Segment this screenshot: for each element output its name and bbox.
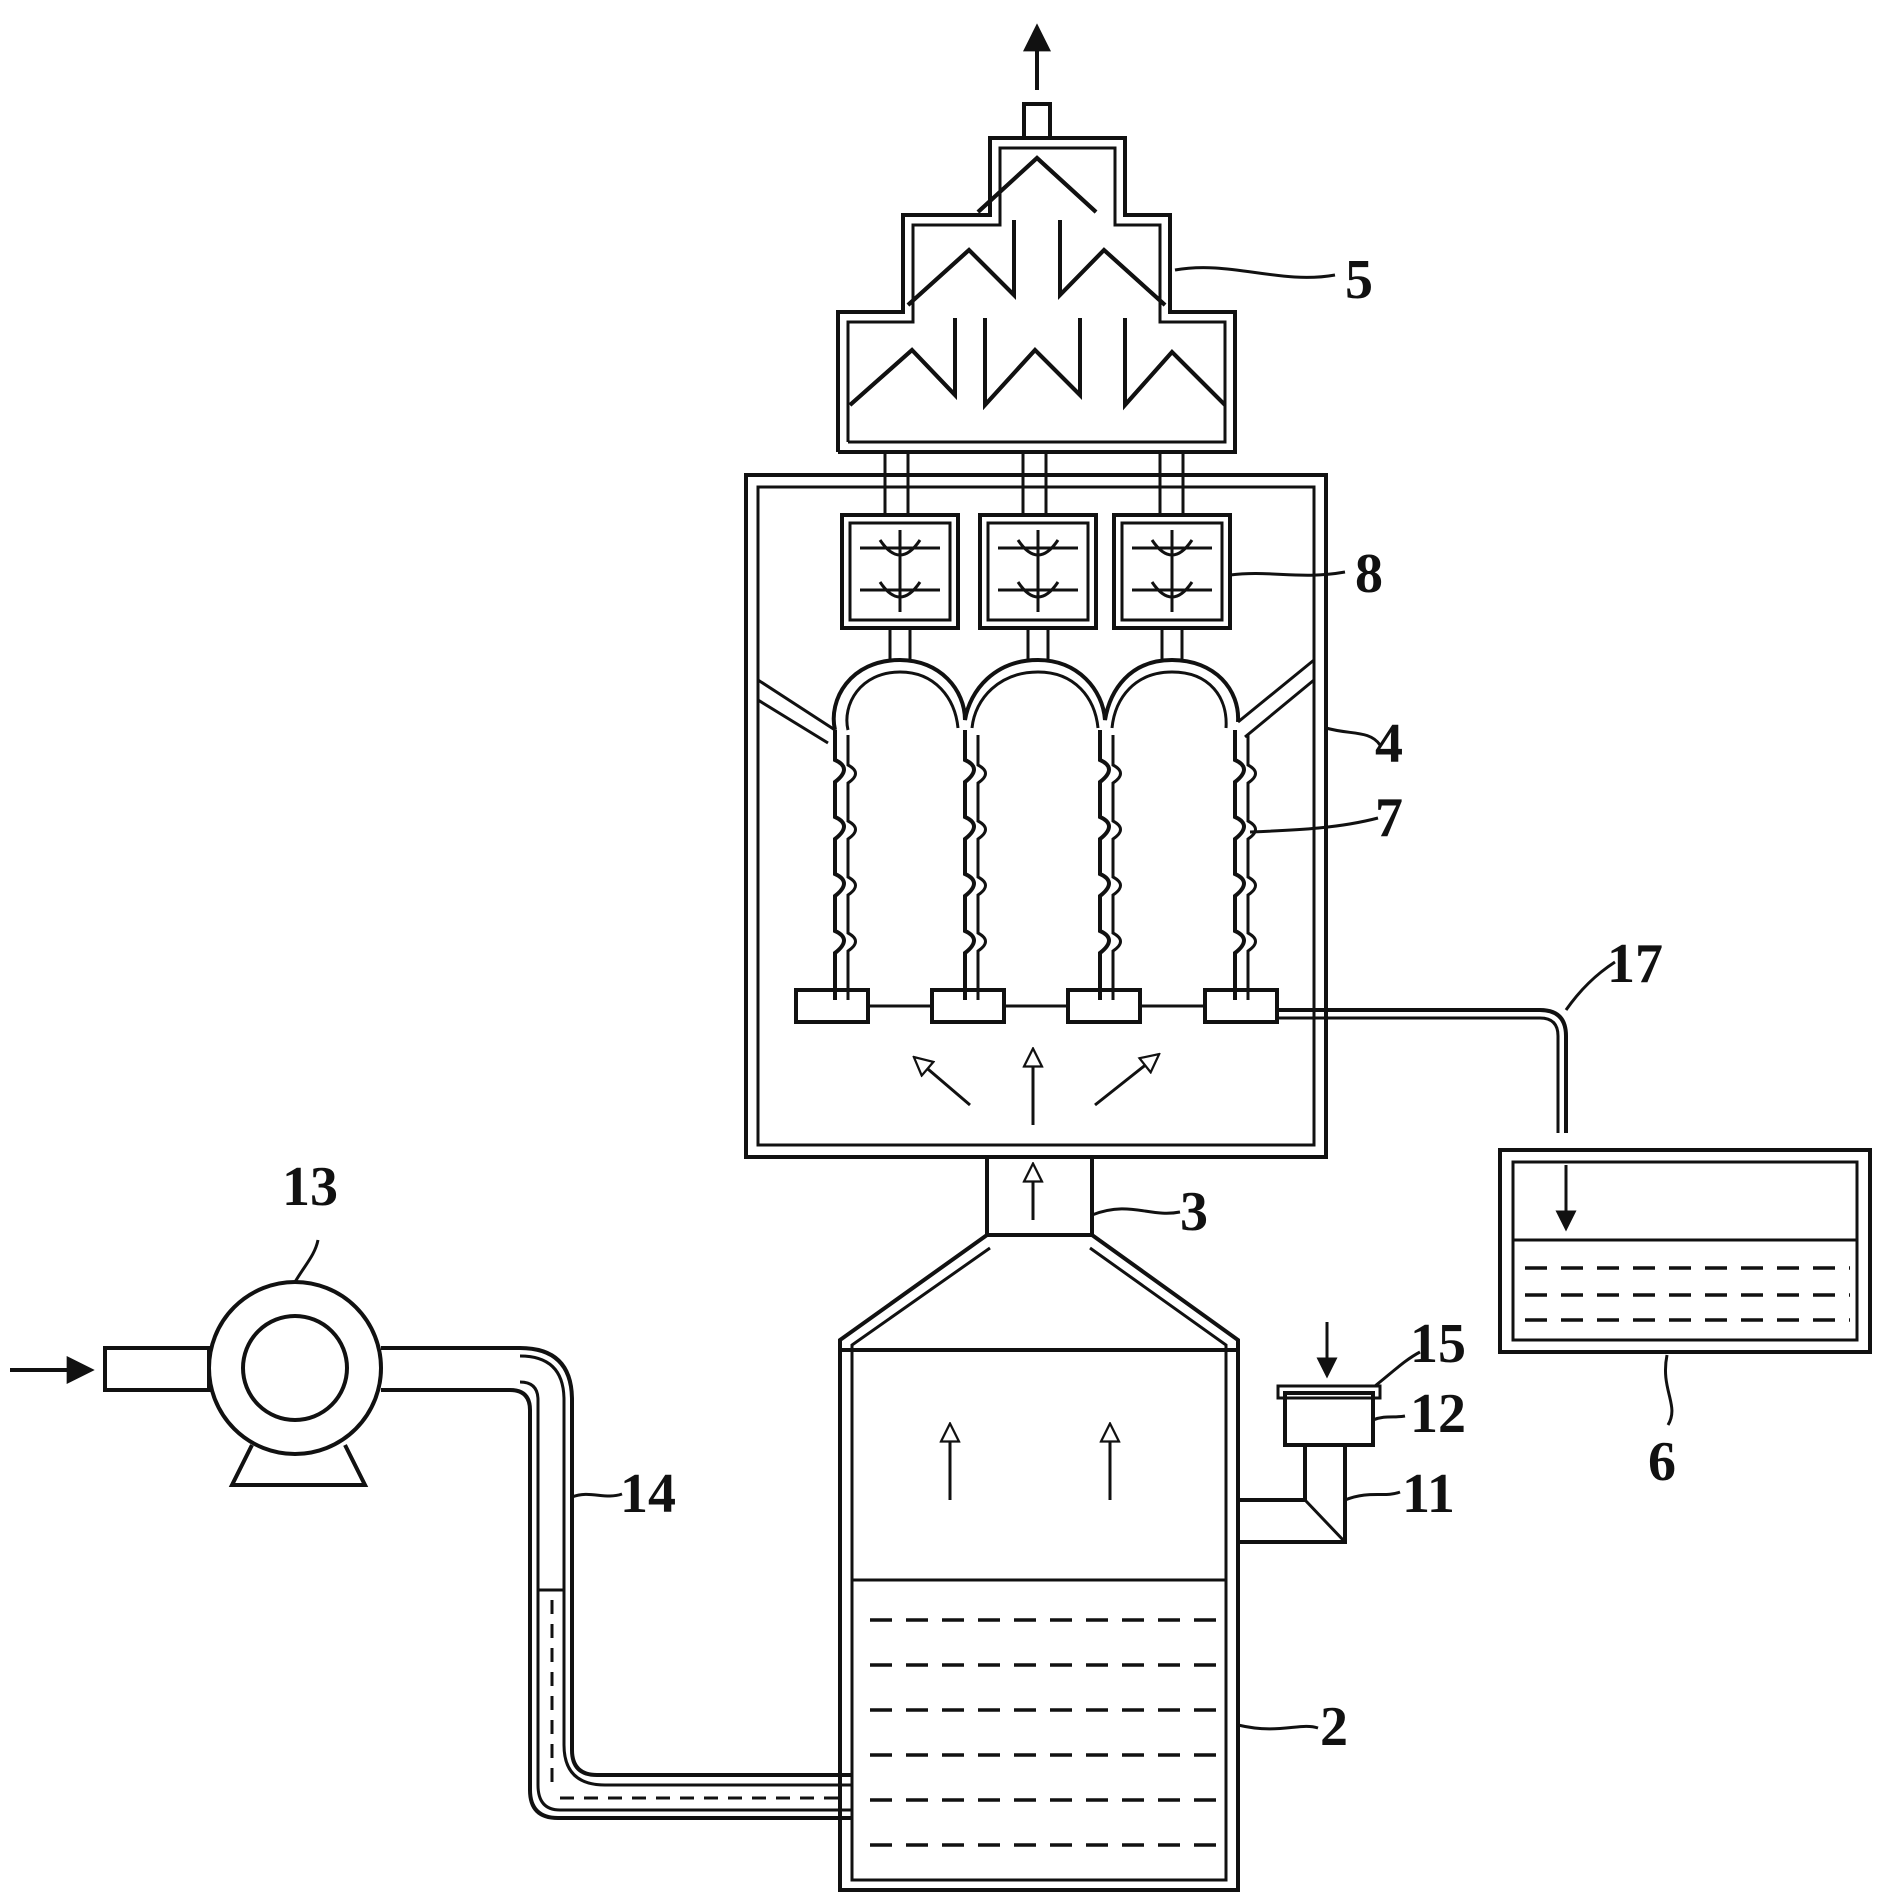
label-2: 2 — [1320, 1696, 1348, 1758]
label-8: 8 — [1355, 543, 1383, 605]
collection-tray — [1498, 1148, 1872, 1354]
label-5: 5 — [1345, 249, 1373, 311]
label-6: 6 — [1648, 1431, 1676, 1493]
filter-boxes — [840, 513, 1232, 660]
part-labels: 5 8 4 7 17 3 15 12 11 6 2 14 13 — [282, 249, 1676, 1758]
leader-lines — [293, 266, 1674, 1731]
airflow-arrows — [915, 1050, 1158, 1125]
label-13: 13 — [282, 1156, 338, 1218]
label-12: 12 — [1410, 1383, 1466, 1445]
filter-bags — [831, 657, 1257, 1000]
label-14: 14 — [620, 1463, 676, 1525]
label-7: 7 — [1375, 787, 1403, 849]
blower — [207, 1280, 383, 1487]
liquid-tank — [838, 1233, 1240, 1892]
label-17: 17 — [1607, 933, 1663, 995]
demister-unit — [836, 102, 1237, 454]
label-4: 4 — [1375, 713, 1403, 775]
side-inlet — [1238, 1322, 1382, 1544]
label-15: 15 — [1410, 1313, 1466, 1375]
label-11: 11 — [1402, 1463, 1455, 1525]
tower-housing — [744, 473, 1328, 1159]
label-3: 3 — [1180, 1181, 1208, 1243]
neck-pipe — [985, 1155, 1094, 1237]
connecting-pipes — [883, 452, 1185, 515]
collector-row — [794, 988, 1279, 1024]
drain-pipe — [1277, 1008, 1568, 1133]
inlet-pipe — [103, 1346, 852, 1820]
